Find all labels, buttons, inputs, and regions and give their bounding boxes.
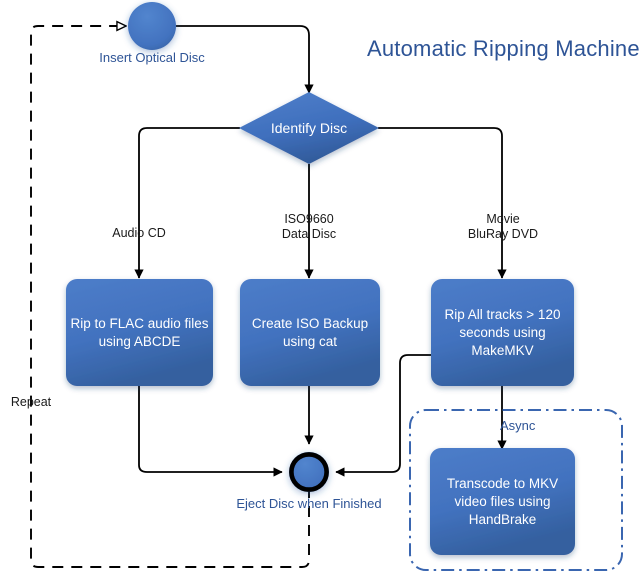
diagram-title: Automatic Ripping Machine bbox=[367, 36, 640, 61]
start-circle-node[interactable] bbox=[128, 2, 176, 50]
eject-circle-node[interactable] bbox=[289, 452, 329, 492]
eject-node-caption: Eject Disc when Finished bbox=[236, 496, 382, 511]
process-box-flac[interactable] bbox=[66, 279, 213, 386]
edge-decision-to-makemkv bbox=[378, 127, 507, 279]
edge-decision-to-flac bbox=[134, 127, 240, 279]
decision-diamond-identify-disc[interactable] bbox=[239, 92, 379, 164]
start-node-caption: Insert Optical Disc bbox=[99, 50, 205, 65]
branch-label-audio-cd: Audio CD bbox=[112, 226, 166, 240]
async-group-label: Async bbox=[500, 418, 536, 433]
edge-flac-to-eject bbox=[138, 386, 283, 477]
edge-makemkv-to-eject bbox=[335, 354, 432, 477]
edge-start-to-decision bbox=[176, 25, 314, 94]
branch-label-iso9660-data-disc: ISO9660 Data Disc bbox=[281, 212, 337, 241]
repeat-loop-label: Repeat bbox=[10, 395, 52, 409]
process-box-handbrake[interactable] bbox=[430, 448, 575, 555]
edge-repeat-loop bbox=[30, 26, 310, 568]
branch-label-movie-bluray-dvd: Movie BluRay DVD bbox=[467, 212, 539, 241]
process-box-makemkv[interactable] bbox=[431, 279, 574, 386]
process-box-iso[interactable] bbox=[240, 279, 380, 386]
